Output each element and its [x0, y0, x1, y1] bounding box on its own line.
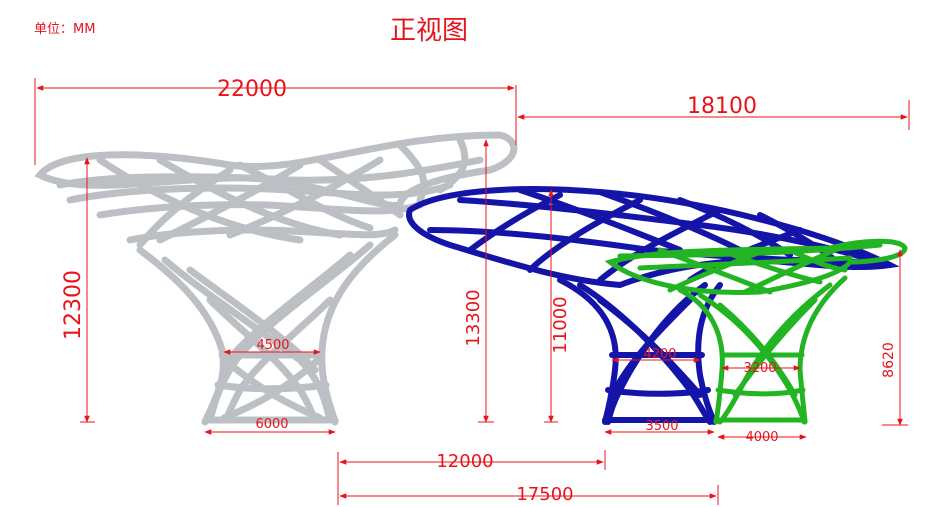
- green-tree: [604, 238, 908, 425]
- dim-label-4500: 4500: [256, 338, 289, 353]
- view-title: 正视图: [390, 16, 469, 46]
- dim-label-17500: 17500: [516, 484, 573, 505]
- gray-tree: [34, 131, 518, 426]
- unit-label: 单位：MM: [34, 22, 96, 37]
- dim-label-3200: 3200: [743, 361, 776, 376]
- dim-label-8620: 8620: [881, 342, 897, 378]
- dim-label-6000: 6000: [255, 417, 288, 432]
- dim-label-13300: 13300: [463, 289, 484, 346]
- dim-label-18100: 18100: [687, 94, 757, 119]
- dim-label-3500: 3500: [645, 419, 678, 434]
- dim-label-11000: 11000: [550, 296, 571, 353]
- dim-label-12000: 12000: [436, 451, 493, 472]
- dim-label-22000: 22000: [217, 77, 287, 102]
- dim-label-12300: 12300: [61, 270, 86, 340]
- dim-label-4200: 4200: [643, 347, 676, 362]
- dim-label-4000: 4000: [745, 430, 778, 445]
